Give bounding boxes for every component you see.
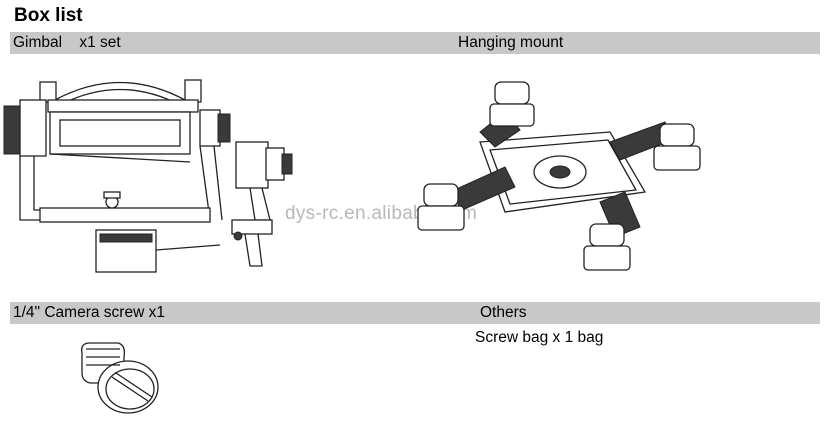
others-label: Others — [480, 304, 527, 321]
header-bar-row-2 — [10, 302, 820, 324]
header-bar-row-1 — [10, 32, 820, 54]
page-title: Box list — [14, 5, 83, 26]
gimbal-drawing — [3, 79, 293, 273]
camera-screw-label: 1/4" Camera screw x1 — [13, 304, 165, 321]
camera-screw-drawing — [81, 342, 159, 414]
screw-bag-text: Screw bag x 1 bag — [475, 329, 604, 346]
hanging-mount-label: Hanging mount — [458, 34, 564, 51]
gimbal-label: Gimbal x1 set — [13, 34, 121, 51]
hanging-mount-drawing — [417, 81, 701, 271]
